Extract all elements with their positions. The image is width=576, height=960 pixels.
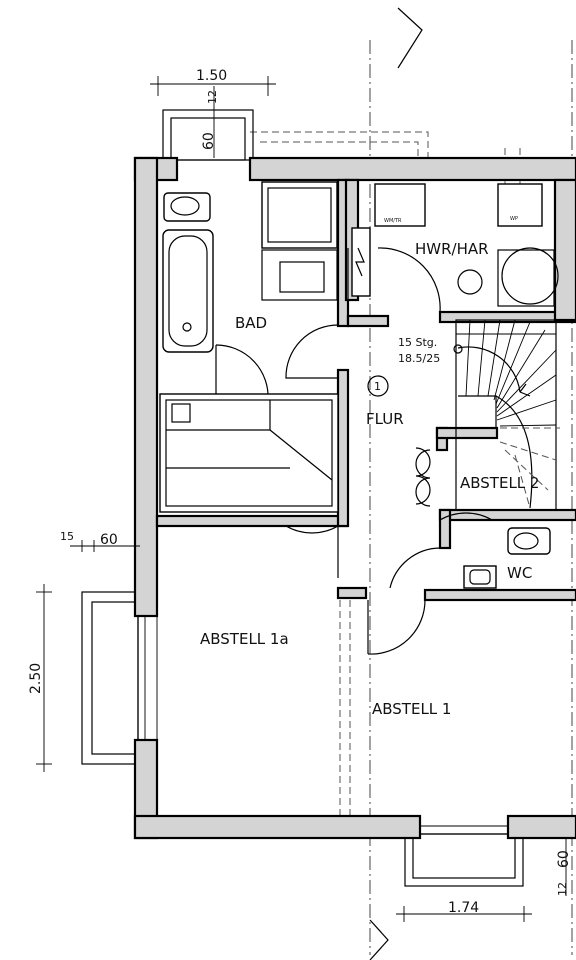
dimensions: 1.50 12 60 15 60 2.50 1.74 60 12: [28, 68, 572, 922]
exterior-walls: [133, 156, 576, 840]
tank-icon: [501, 247, 559, 305]
washer-dryer-label: WM/TR: [384, 218, 402, 224]
dim-top-depth: 60: [201, 132, 217, 150]
room-labels: BAD HWR/HAR 1 FLUR 15 Stg. 18.5/25 ABSTE…: [200, 240, 539, 718]
bathroom-fixtures: [159, 181, 339, 513]
room-label-wc: WC: [507, 564, 532, 582]
room-label-hwr: HWR/HAR: [415, 240, 489, 258]
sink-counter-icon: [261, 181, 338, 249]
dim-left-height: 2.50: [28, 663, 44, 694]
wc-fixtures: [463, 527, 551, 589]
stairs-marker: [367, 375, 389, 397]
stairs-steps: 15 Stg.: [398, 336, 437, 349]
room-label-flur: FLUR: [366, 410, 404, 428]
doors: [215, 247, 493, 655]
room-label-abstell1a: ABSTELL 1a: [200, 630, 289, 648]
bottom-balcony: [404, 833, 524, 887]
dim-bottom-wall: 12: [556, 882, 569, 896]
dim-bottom-width: 1.74: [448, 900, 479, 916]
bathtub-icon: [162, 229, 214, 353]
dim-bottom-depth: 60: [556, 850, 572, 868]
room-label-abstell2: ABSTELL 2: [460, 474, 539, 492]
dim-left-wall: 15: [60, 530, 74, 543]
dim-top-wall: 12: [206, 90, 219, 104]
stairs-start-dot: [453, 344, 463, 354]
washer-dryer-icon: [374, 183, 426, 227]
stairs-marker-number: 1: [374, 380, 381, 393]
shower-icon: [159, 393, 339, 513]
room-label-bad: BAD: [235, 314, 267, 332]
small-tank-icon: [457, 269, 483, 295]
section-arrow-bottom: [369, 919, 389, 960]
wp-unit-icon: [497, 183, 543, 227]
section-arrow-top: [397, 7, 423, 69]
utility-fixtures: WM/TR WP: [351, 183, 559, 307]
dim-top-width: 1.50: [196, 68, 227, 84]
left-balcony: [81, 591, 139, 765]
top-balcony: [162, 109, 254, 161]
wp-label: WP: [510, 216, 518, 222]
dim-left-depth: 60: [100, 532, 118, 548]
room-label-abstell1: ABSTELL 1: [372, 700, 451, 718]
stairs-ratio: 18.5/25: [398, 352, 440, 365]
stairs: [453, 319, 560, 511]
wc-sink-icon: [463, 565, 497, 589]
